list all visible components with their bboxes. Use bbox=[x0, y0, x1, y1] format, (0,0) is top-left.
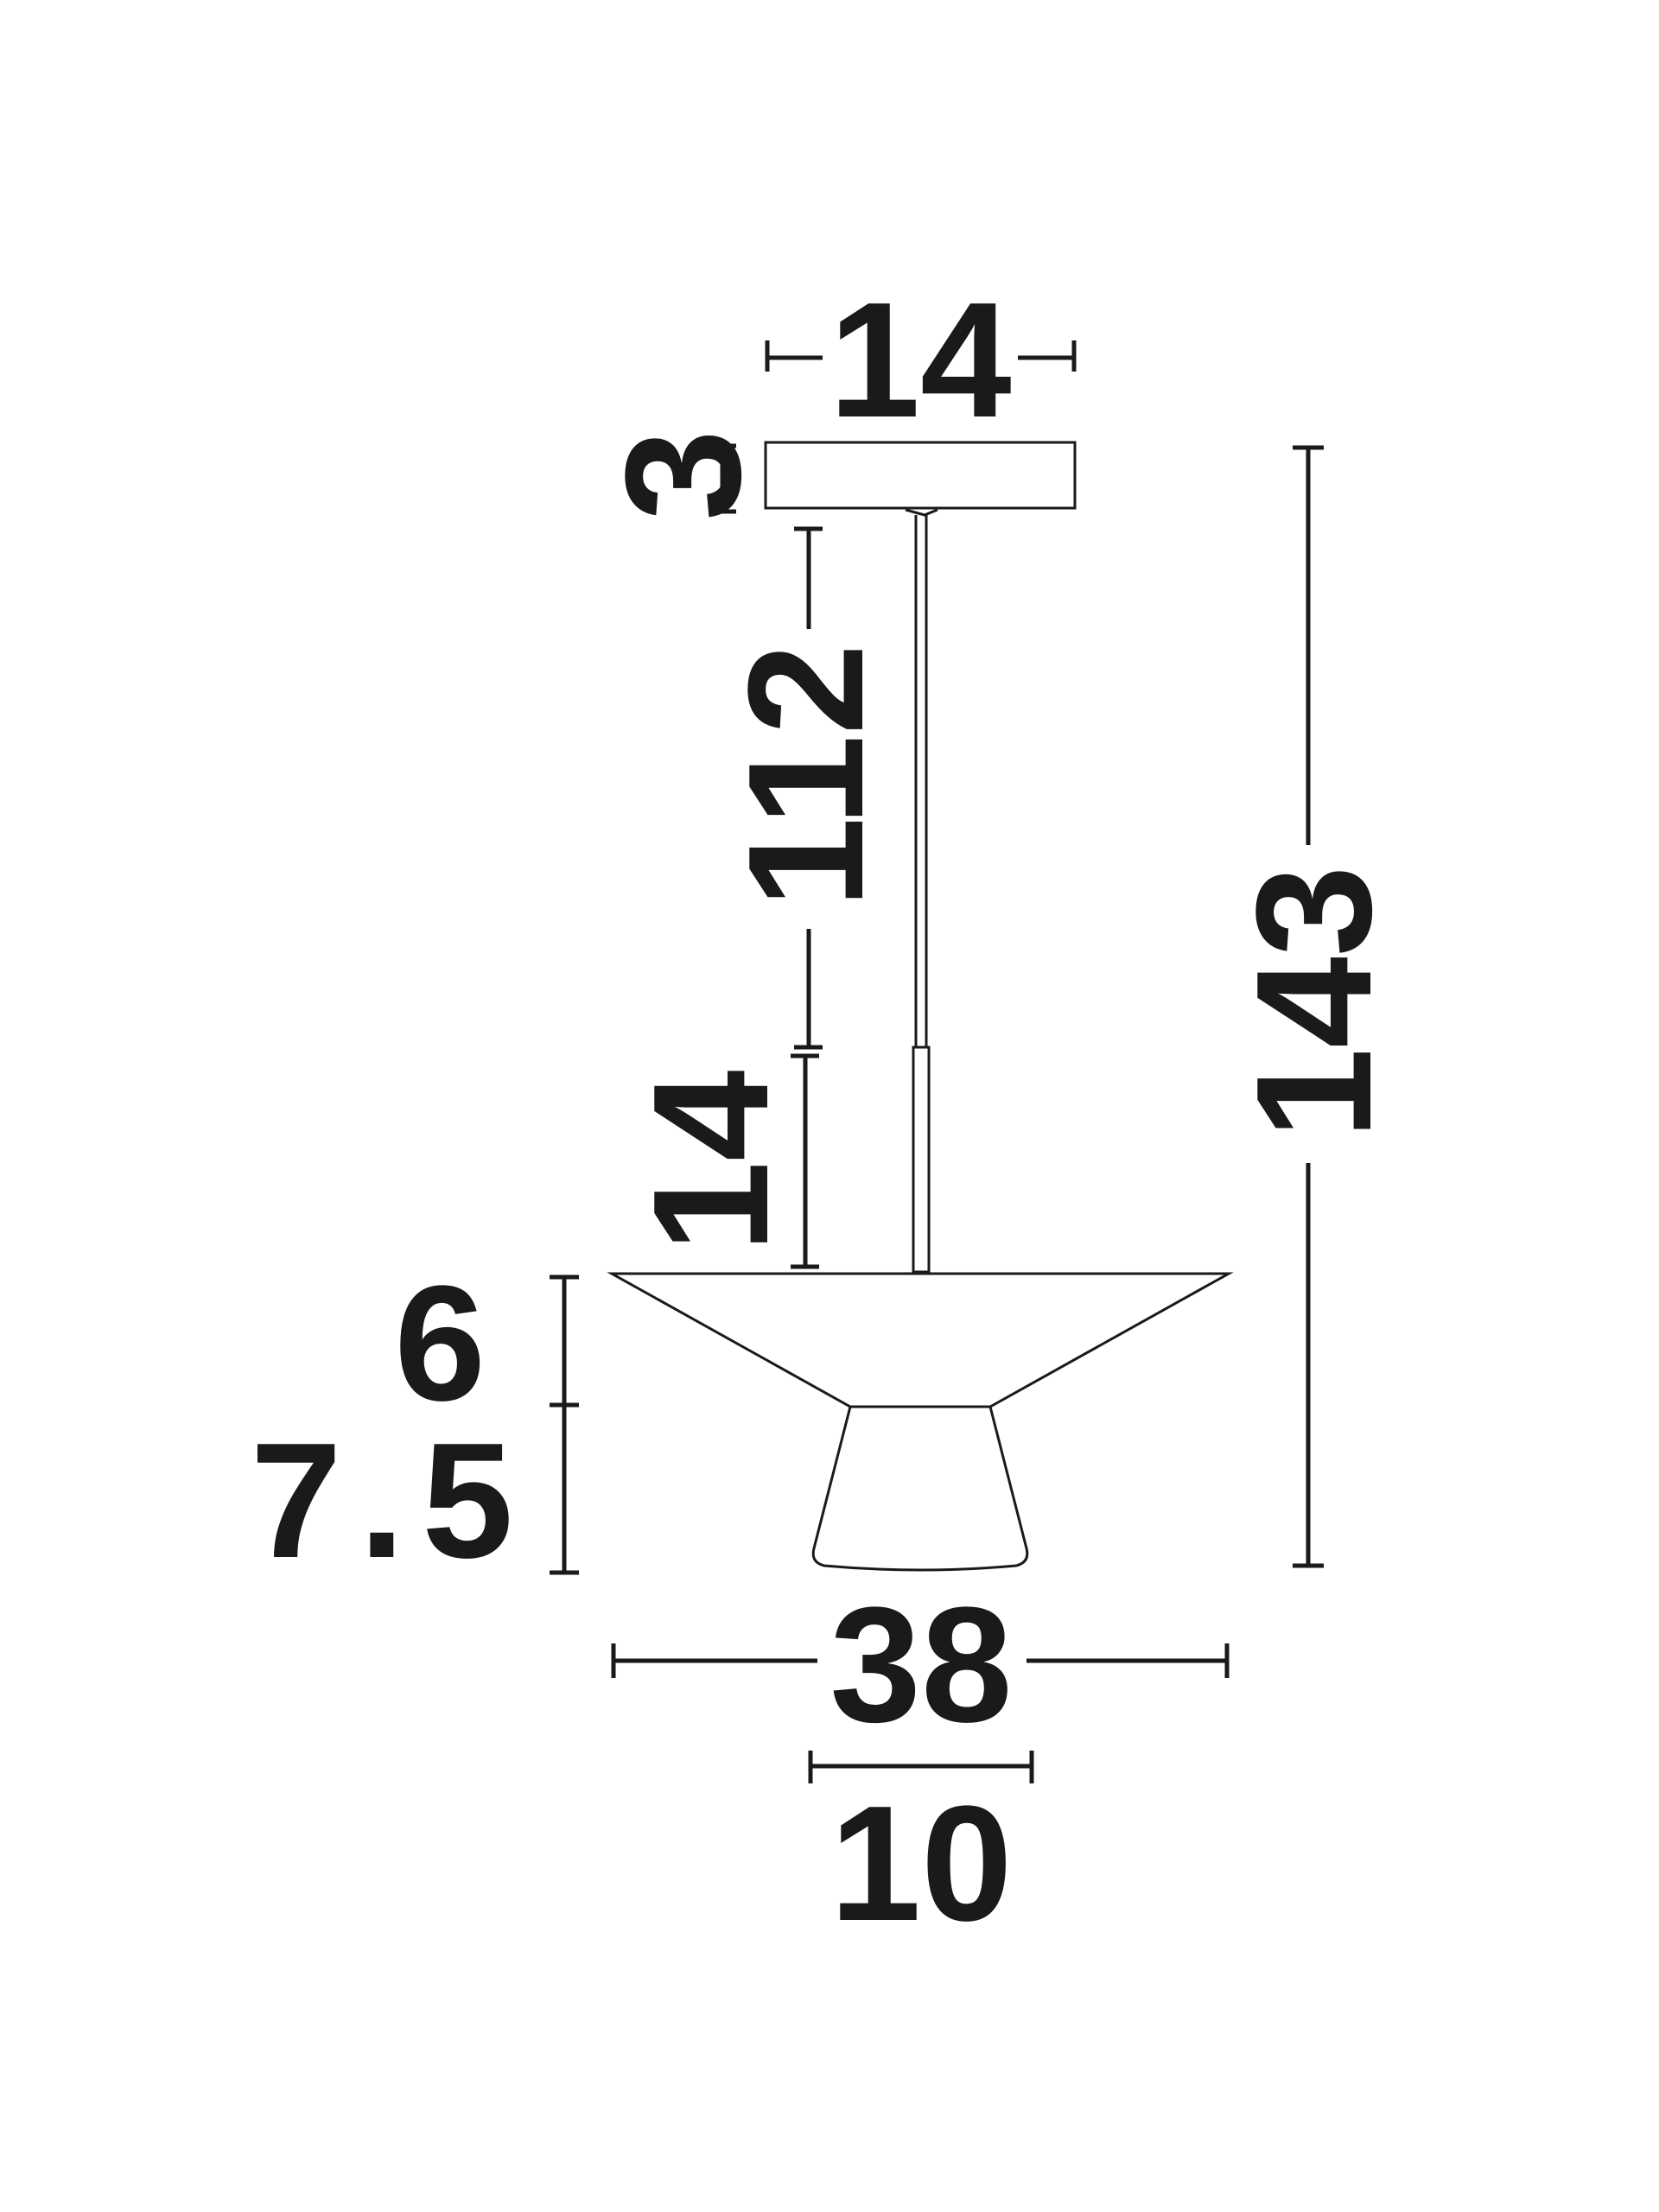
total-height-dimension: 143 bbox=[1223, 445, 1406, 1568]
shade-top-height-label: 6 bbox=[394, 1252, 486, 1435]
total-height-label: 143 bbox=[1223, 865, 1406, 1139]
bottom-diameter-label: 10 bbox=[830, 1772, 1012, 1955]
shade-height-dimension: 6 7.5 bbox=[251, 1252, 579, 1592]
shade-bottom-height-label: 7.5 bbox=[251, 1409, 531, 1592]
cable-length-label: 112 bbox=[715, 644, 898, 909]
canopy-width-dimension: 14 bbox=[765, 269, 1077, 452]
bottom-diameter-dimension: 10 bbox=[808, 1751, 1034, 1955]
stem-length-dimension: 14 bbox=[620, 1053, 819, 1269]
shade-diameter-label: 38 bbox=[830, 1573, 1012, 1757]
canopy-height-dimension: 3 bbox=[592, 429, 775, 521]
canopy-width-label: 14 bbox=[829, 269, 1011, 452]
cable-length-dimension: 112 bbox=[715, 526, 898, 1050]
canopy-height-label: 3 bbox=[592, 429, 775, 521]
lamp-shade bbox=[607, 1272, 1234, 1572]
suspension bbox=[905, 508, 938, 1274]
canopy bbox=[764, 441, 1077, 510]
stem-length-label: 14 bbox=[620, 1070, 803, 1252]
shade-diameter-dimension: 38 bbox=[611, 1573, 1230, 1757]
